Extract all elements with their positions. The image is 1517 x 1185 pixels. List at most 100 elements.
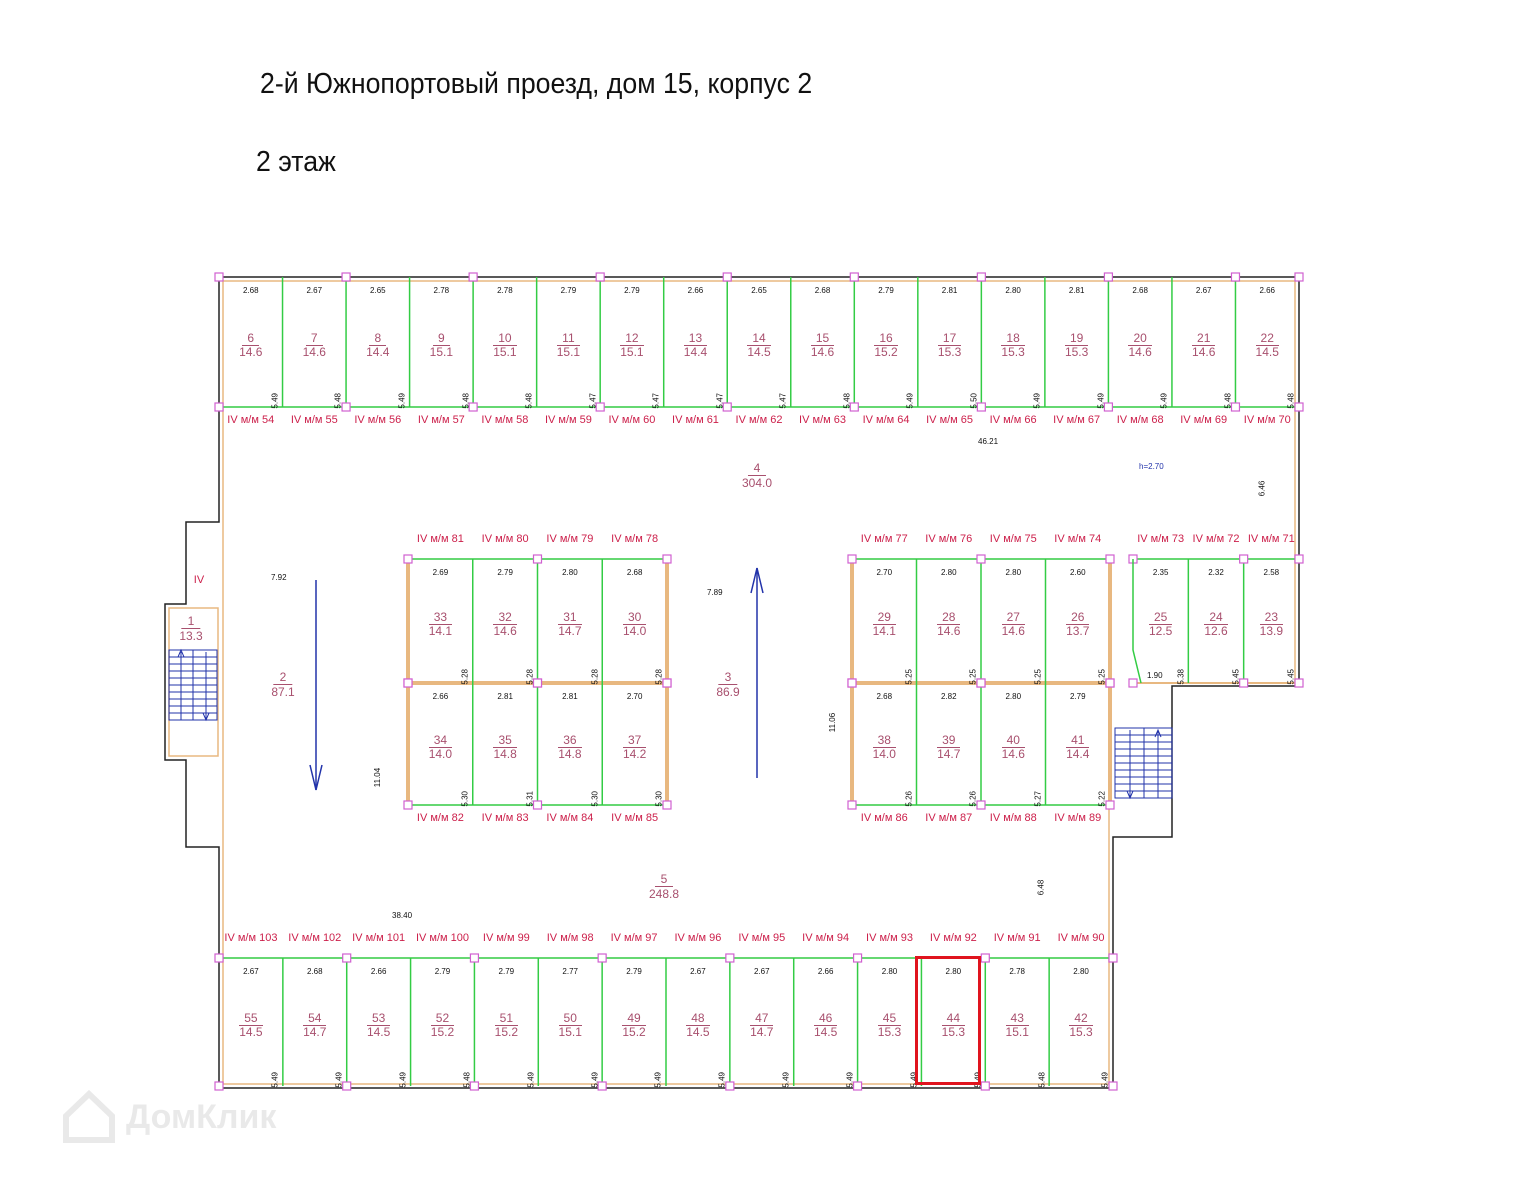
parking-space-label: IV м/м 58 [481,414,529,426]
unit-number: 42 [1069,1012,1093,1026]
unit-depth: 5.30 [460,791,470,807]
unit-width: 2.78 [497,286,513,295]
watermark-text: ДомКлик [126,1097,277,1136]
unit-depth: 5.49 [905,393,915,409]
room-25-slanted-wall [1132,559,1142,684]
column-marker-icon [1294,272,1304,282]
unit-depth: 5.49 [1159,393,1169,409]
unit-area: 15.2 [622,1025,646,1039]
parking-space-label: IV м/м 70 [1243,414,1291,426]
column-marker-icon [1103,272,1114,282]
unit-width: 2.80 [1073,967,1089,976]
parking-space-label: IV м/м 100 [415,932,470,944]
column-marker-icon [725,953,735,963]
parking-space-label: IV м/м 83 [481,812,529,824]
room-number: 4 [747,461,767,476]
unit-width: 2.66 [370,967,387,976]
unit-number: 25 [1148,611,1173,625]
unit-width: 2.79 [497,568,513,577]
unit-area: 14.5 [1255,345,1279,359]
unit-number: 49 [622,1012,646,1026]
unit-area: 15.1 [556,345,581,359]
unit-width: 2.81 [1068,286,1085,295]
unit-number: 6 [242,332,260,346]
unit-area: 14.7 [558,624,582,638]
unit-area: 14.2 [622,747,647,761]
unit-area: 13.9 [1259,624,1283,638]
unit-area: 14.6 [302,345,326,359]
unit-area: 15.3 [1001,345,1025,359]
parking-space-label: IV м/м 68 [1116,414,1164,426]
unit-number: 39 [937,734,961,748]
parking-space-label: IV м/м 59 [544,414,592,426]
unit-area: 14.7 [303,1025,327,1039]
unit-number: 46 [813,1012,838,1026]
unit-depth: 5.30 [590,791,600,807]
unit-width: 2.65 [751,286,767,295]
parking-space-label: IV м/м 67 [1053,414,1101,426]
unit-number: 37 [622,734,647,748]
parking-space-label: IV м/м 95 [738,932,786,944]
parking-space-label: IV м/м 55 [290,414,338,426]
unit-number: 44 [941,1012,966,1026]
dim-11-04: 11.04 [373,767,383,788]
unit-width: 2.66 [817,967,834,976]
unit-depth: 5.48 [334,393,344,409]
